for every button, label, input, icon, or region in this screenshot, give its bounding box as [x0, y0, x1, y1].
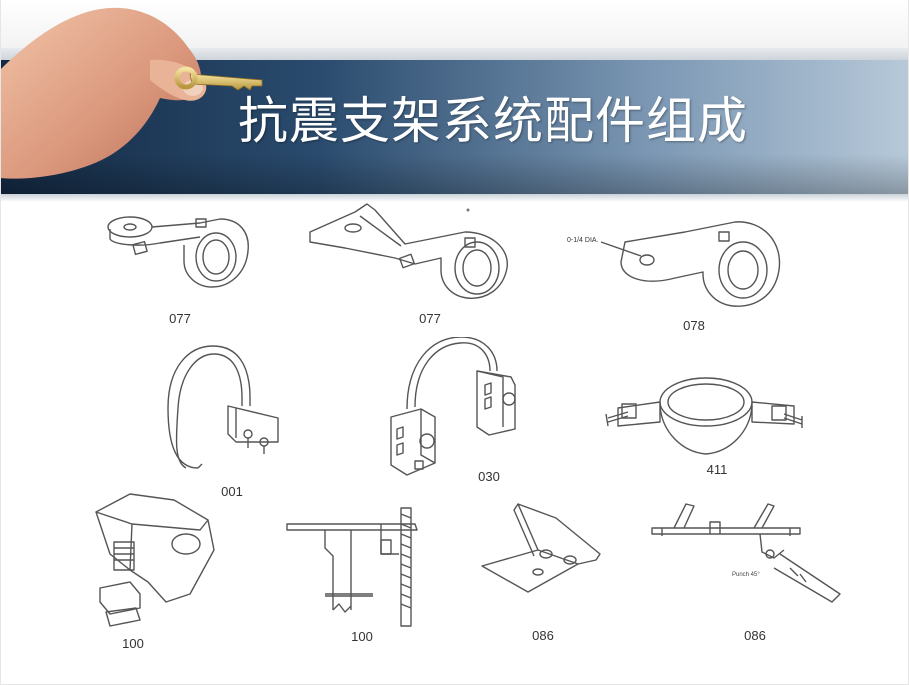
part-086-a-drawing — [481, 503, 601, 593]
hand-holding-key-icon — [0, 7, 263, 179]
part-label-100-a: 100 — [122, 636, 144, 651]
band-under — [0, 194, 909, 202]
part-078-drawing: 0-1/4 DIA. — [567, 221, 781, 307]
part-411-drawing — [605, 377, 803, 455]
part-label-078: 078 — [683, 318, 705, 333]
part-label-411: 411 — [706, 462, 728, 477]
part-001-drawing — [167, 345, 279, 469]
part-086-b-annotation: Punch 45° — [732, 572, 760, 578]
part-077-a-drawing — [107, 216, 249, 288]
part-077-b-drawing — [309, 203, 508, 299]
part-078-annotation: 0-1/4 DIA. — [567, 237, 599, 244]
part-100-a-drawing — [95, 493, 215, 627]
part-label-030: 030 — [478, 469, 500, 484]
part-label-077-b: 077 — [419, 311, 441, 326]
part-086-b-drawing: Punch 45° — [651, 503, 841, 603]
part-label-077-a: 077 — [169, 311, 191, 326]
part-label-001: 001 — [221, 484, 243, 499]
part-030-drawing — [390, 337, 516, 476]
band-light — [0, 48, 909, 60]
slide-title: 抗震支架系统配件组成 — [238, 92, 748, 150]
part-label-086-a: 086 — [532, 628, 554, 643]
part-100-b-drawing — [286, 507, 418, 627]
part-label-086-b: 086 — [744, 628, 766, 643]
slide-frame-left — [0, 0, 1, 685]
part-label-100-b: 100 — [351, 629, 373, 644]
